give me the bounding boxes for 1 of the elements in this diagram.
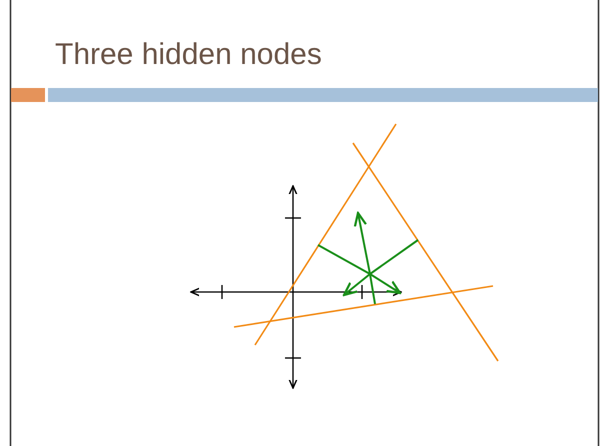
slide-title: Three hidden nodes xyxy=(55,38,322,72)
